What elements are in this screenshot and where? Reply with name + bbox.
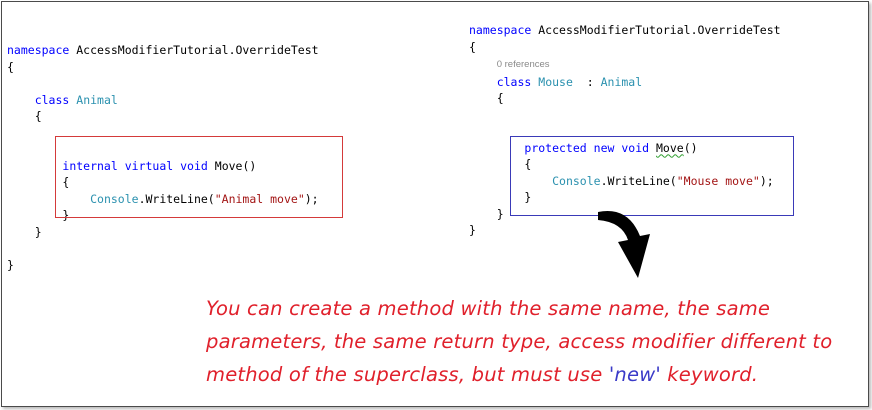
right-method-kw-protected: protected xyxy=(524,140,587,155)
note-text-part2: keyword. xyxy=(660,363,759,386)
right-base-class-name: Animal xyxy=(600,74,643,89)
right-class-name: Mouse xyxy=(538,74,573,89)
right-method-open-brace: { xyxy=(524,157,532,171)
right-class-close-brace: } xyxy=(496,206,504,221)
right-references-codelens: 0 references xyxy=(496,59,550,70)
right-class-open-brace: { xyxy=(496,91,504,105)
left-class-keyword: class xyxy=(34,92,70,107)
right-ns-open-brace: { xyxy=(469,39,476,54)
left-namespace-keyword: namespace xyxy=(7,43,70,57)
right-code-block: namespace AccessModifierTutorial.Overrid… xyxy=(469,22,781,239)
left-method-kw-internal: internal xyxy=(62,158,118,173)
explanation-note: You can create a method with the same na… xyxy=(206,292,856,391)
right-method-close-brace: } xyxy=(524,190,532,204)
left-class-open-brace: { xyxy=(34,109,42,123)
right-string-literal: "Mouse move" xyxy=(676,173,760,188)
right-ns-close-brace: } xyxy=(469,223,476,237)
right-method-parens: () xyxy=(683,140,698,155)
note-text-part1: You can create a method with the same na… xyxy=(206,297,833,386)
right-base-separator: : xyxy=(572,74,601,89)
right-method-highlight-box xyxy=(510,136,794,216)
left-method-open-brace: { xyxy=(62,175,70,189)
left-namespace-name: AccessModifierTutorial.OverrideTest xyxy=(76,43,319,57)
left-method-name: Move() xyxy=(214,158,257,173)
left-writeline-call: .WriteLine( xyxy=(138,191,215,206)
right-method-name: Move xyxy=(656,140,684,155)
left-ns-open-brace: { xyxy=(7,59,14,74)
right-console-type: Console xyxy=(552,173,601,188)
left-method-highlight-box xyxy=(55,136,343,218)
right-method-kw-new: new xyxy=(593,140,615,155)
right-namespace-keyword: namespace xyxy=(469,23,532,37)
right-namespace-name: AccessModifierTutorial.OverrideTest xyxy=(538,23,781,37)
note-new-keyword: 'new' xyxy=(608,363,661,386)
left-method-kw-virtual: virtual xyxy=(124,158,174,173)
left-method-kw-void: void xyxy=(180,158,208,173)
right-class-keyword: class xyxy=(496,74,532,89)
left-method-close-brace: } xyxy=(62,208,70,222)
left-class-name: Animal xyxy=(76,92,118,107)
left-call-end: ); xyxy=(304,191,319,206)
left-ns-close-brace: } xyxy=(7,257,14,272)
left-string-literal: "Animal move" xyxy=(214,191,305,206)
right-writeline-call: .WriteLine( xyxy=(600,173,677,188)
left-class-close-brace: } xyxy=(34,224,42,239)
left-console-type: Console xyxy=(90,191,139,206)
right-call-end: ); xyxy=(759,173,774,188)
right-method-kw-void: void xyxy=(621,140,650,155)
curved-arrow-icon xyxy=(598,211,650,278)
left-code-block: namespace AccessModifierTutorial.Overrid… xyxy=(7,42,319,273)
